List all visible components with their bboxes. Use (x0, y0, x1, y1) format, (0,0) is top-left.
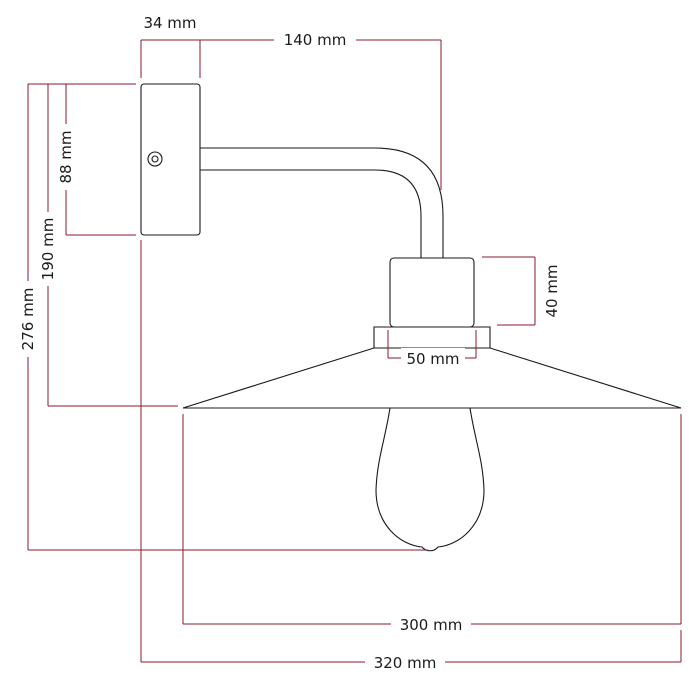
lamp-socket (389, 257, 475, 328)
label-shade-diameter: 300 mm (400, 616, 463, 634)
light-bulb (375, 407, 485, 552)
dimension-labels: 34 mm 140 mm 88 mm 190 mm 276 mm 40 mm 5… (18, 12, 561, 672)
bent-arm (200, 147, 444, 259)
label-socket-width: 50 mm (406, 350, 459, 368)
label-overall-depth: 320 mm (374, 654, 437, 672)
label-arm-length: 140 mm (284, 31, 347, 49)
dimension-lines (27, 39, 682, 663)
label-base-depth: 34 mm (143, 14, 196, 32)
label-base-height: 88 mm (57, 130, 75, 183)
screw-icon (147, 151, 163, 167)
lamp-drawing (140, 83, 682, 552)
label-socket-height: 40 mm (543, 264, 561, 317)
shade-top-rim (373, 326, 491, 349)
wall-mount-base (140, 83, 201, 236)
label-shade-drop: 190 mm (39, 218, 57, 281)
label-overall-height: 276 mm (19, 288, 37, 351)
